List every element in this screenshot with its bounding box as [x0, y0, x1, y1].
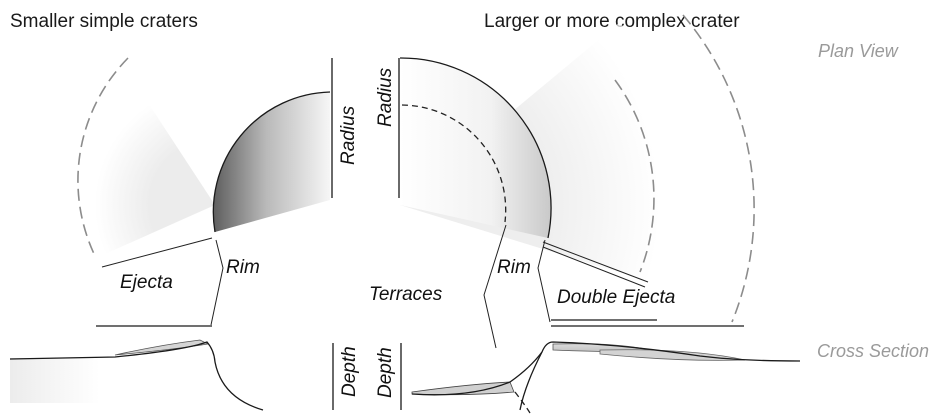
outer-ejecta-boundary: [682, 14, 755, 323]
left-plan-view: Radius Ejecta Rim: [74, 57, 359, 327]
right-rim-pointer: [537, 239, 551, 323]
right-heading: Larger or more complex crater: [484, 11, 740, 32]
right-crater-bowl: [400, 57, 552, 238]
plan-view-label: Plan View: [818, 41, 899, 61]
terrace-fault-line: [514, 391, 531, 414]
left-ejecta-deposit: [114, 339, 210, 356]
right-crater-floor: [411, 351, 543, 396]
left-ground-shade: [10, 358, 100, 403]
terraces-label: Terraces: [369, 284, 443, 305]
ejecta-pointer-line: [101, 237, 213, 268]
terrace-boundary: [401, 104, 507, 223]
double-ejecta-pointer-b: [542, 246, 646, 288]
terraces-pointer: [483, 224, 507, 349]
ejecta-label: Ejecta: [120, 272, 173, 293]
double-ejecta-pointer-a: [542, 241, 649, 283]
left-crater-rim-outline: [212, 91, 331, 233]
right-rim-label: Rim: [497, 257, 531, 278]
right-cross-section: Depth: [375, 341, 801, 414]
right-ground-surface: [541, 341, 801, 362]
left-crater-bowl: [213, 92, 330, 232]
right-radius-label: Radius: [375, 67, 396, 127]
right-depth-label: Depth: [375, 347, 396, 398]
right-plan-view: Radius Terraces Rim Double Ejecta: [369, 14, 755, 349]
cross-section-label: Cross Section: [817, 341, 929, 361]
left-crater-profile: [9, 341, 264, 411]
inner-ejecta-boundary: [614, 79, 655, 273]
left-rim-label: Rim: [226, 257, 260, 278]
left-heading: Smaller simple craters: [10, 11, 198, 32]
right-crater-wall-lower: [519, 351, 543, 411]
left-cross-section: Depth: [9, 339, 360, 411]
double-ejecta-label: Double Ejecta: [557, 287, 675, 308]
left-depth-label: Depth: [339, 346, 360, 397]
left-rim-pointer: [210, 239, 224, 326]
left-ejecta-boundary: [77, 57, 129, 259]
right-crater-rim-outline: [399, 57, 552, 239]
left-radius-label: Radius: [338, 105, 359, 165]
left-ejecta-blanket: [74, 60, 215, 258]
